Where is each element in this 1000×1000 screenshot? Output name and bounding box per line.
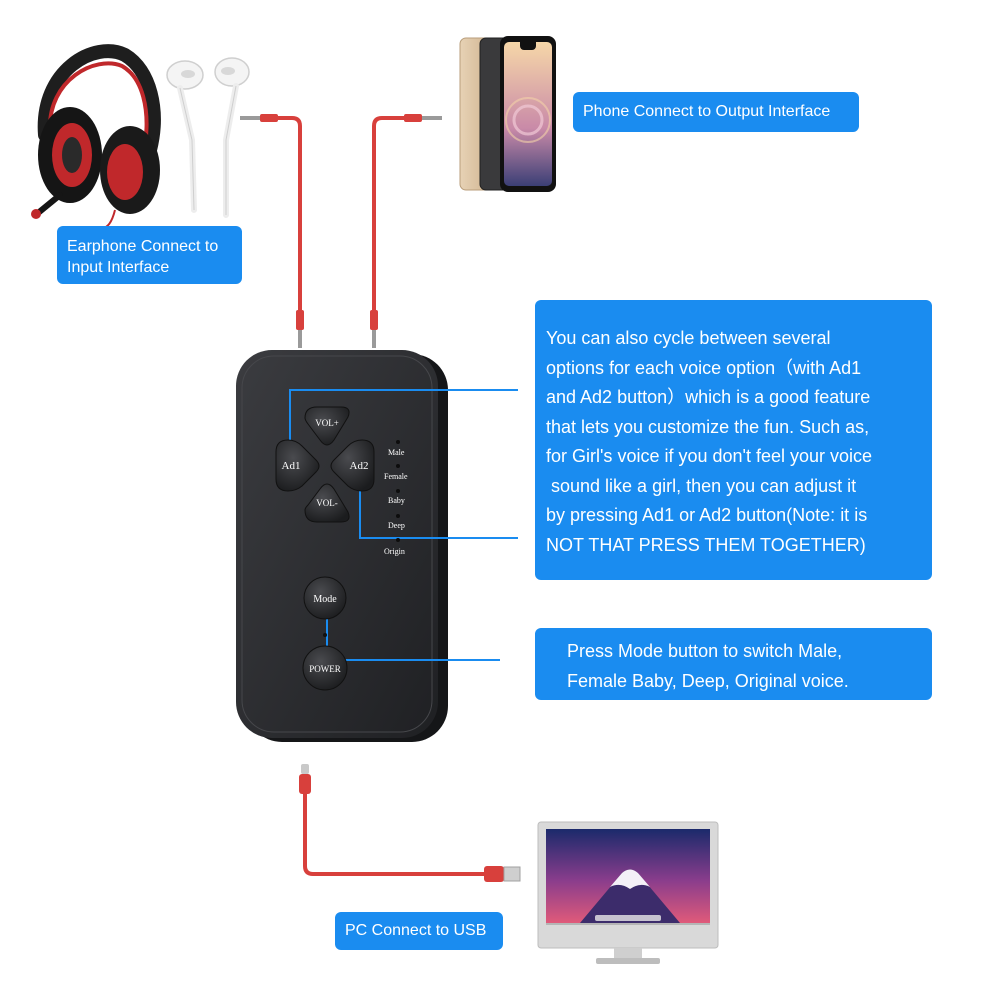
led-dot-icon — [396, 464, 400, 468]
vol-up-button[interactable]: VOL+ — [304, 406, 350, 446]
feature-line-7: by pressing Ad1 or Ad2 button(Note: it i… — [546, 505, 868, 525]
ad2-button[interactable]: Ad2 — [330, 439, 375, 492]
led-dot-icon — [396, 440, 400, 444]
led-label-male: Male — [388, 448, 405, 457]
power-led-icon — [323, 633, 327, 637]
power-button[interactable]: POWER — [302, 645, 348, 691]
mode-label: Mode — [313, 594, 337, 605]
feature-line-4: that lets you customize the fun. Such as… — [546, 416, 870, 437]
feature-line-8: NOT THAT PRESS THEM TOGETHER) — [546, 534, 866, 555]
phone-output-callout: Phone Connect to Output Interface — [573, 92, 859, 132]
vol-up-label: VOL+ — [315, 418, 339, 428]
earphone-input-line-1: Earphone Connect to — [67, 238, 219, 255]
earphone-input-line-2: Input Interface — [67, 259, 170, 276]
mode-button-callout: Press Mode button to switch Male, Female… — [535, 628, 932, 700]
computer-monitor-icon — [537, 821, 719, 964]
vol-down-label: VOL- — [316, 498, 338, 508]
input-audio-cable — [240, 114, 304, 348]
feature-line-5: for Girl's voice if you don't feel your … — [546, 446, 873, 466]
ad1-button[interactable]: Ad1 — [275, 439, 320, 492]
usb-cable — [299, 764, 521, 882]
mode-line-2: Female Baby, Deep, Original voice. — [567, 670, 849, 691]
led-label-origin: Origin — [384, 547, 405, 556]
ad1-label: Ad1 — [282, 460, 301, 472]
pc-usb-text: PC Connect to USB — [345, 922, 487, 939]
earphone-input-callout: Earphone Connect to Input Interface — [57, 226, 242, 284]
led-label-baby: Baby — [388, 496, 405, 505]
feature-line-2: options for each voice option（with Ad1 — [546, 357, 862, 378]
led-label-female: Female — [384, 472, 408, 481]
led-dot-icon — [396, 538, 400, 542]
led-dot-icon — [396, 514, 400, 518]
feature-line-6: sound like a girl, then you can adjust i… — [546, 475, 857, 496]
feature-line-1: You can also cycle between several — [546, 328, 831, 348]
vol-down-button[interactable]: VOL- — [304, 483, 350, 523]
mode-line-1: Press Mode button to switch Male, — [567, 641, 843, 661]
output-audio-cable — [370, 114, 442, 348]
ad2-label: Ad2 — [350, 460, 369, 472]
led-label-deep: Deep — [388, 521, 405, 530]
pc-usb-callout: PC Connect to USB — [335, 912, 503, 950]
led-dot-icon — [396, 489, 400, 493]
ad-buttons-feature-callout: You can also cycle between several optio… — [535, 300, 932, 580]
smartphones-icon — [459, 36, 556, 192]
earbuds-icon — [166, 57, 250, 218]
feature-line-3: and Ad2 button）which is a good feature — [546, 387, 871, 407]
headphones-icon — [31, 44, 161, 230]
mode-button[interactable]: Mode — [303, 576, 347, 620]
mode-indicator-leds: Male Female Baby Deep Origin — [384, 440, 408, 556]
power-label: POWER — [309, 664, 341, 674]
phone-output-text: Phone Connect to Output Interface — [583, 103, 831, 120]
